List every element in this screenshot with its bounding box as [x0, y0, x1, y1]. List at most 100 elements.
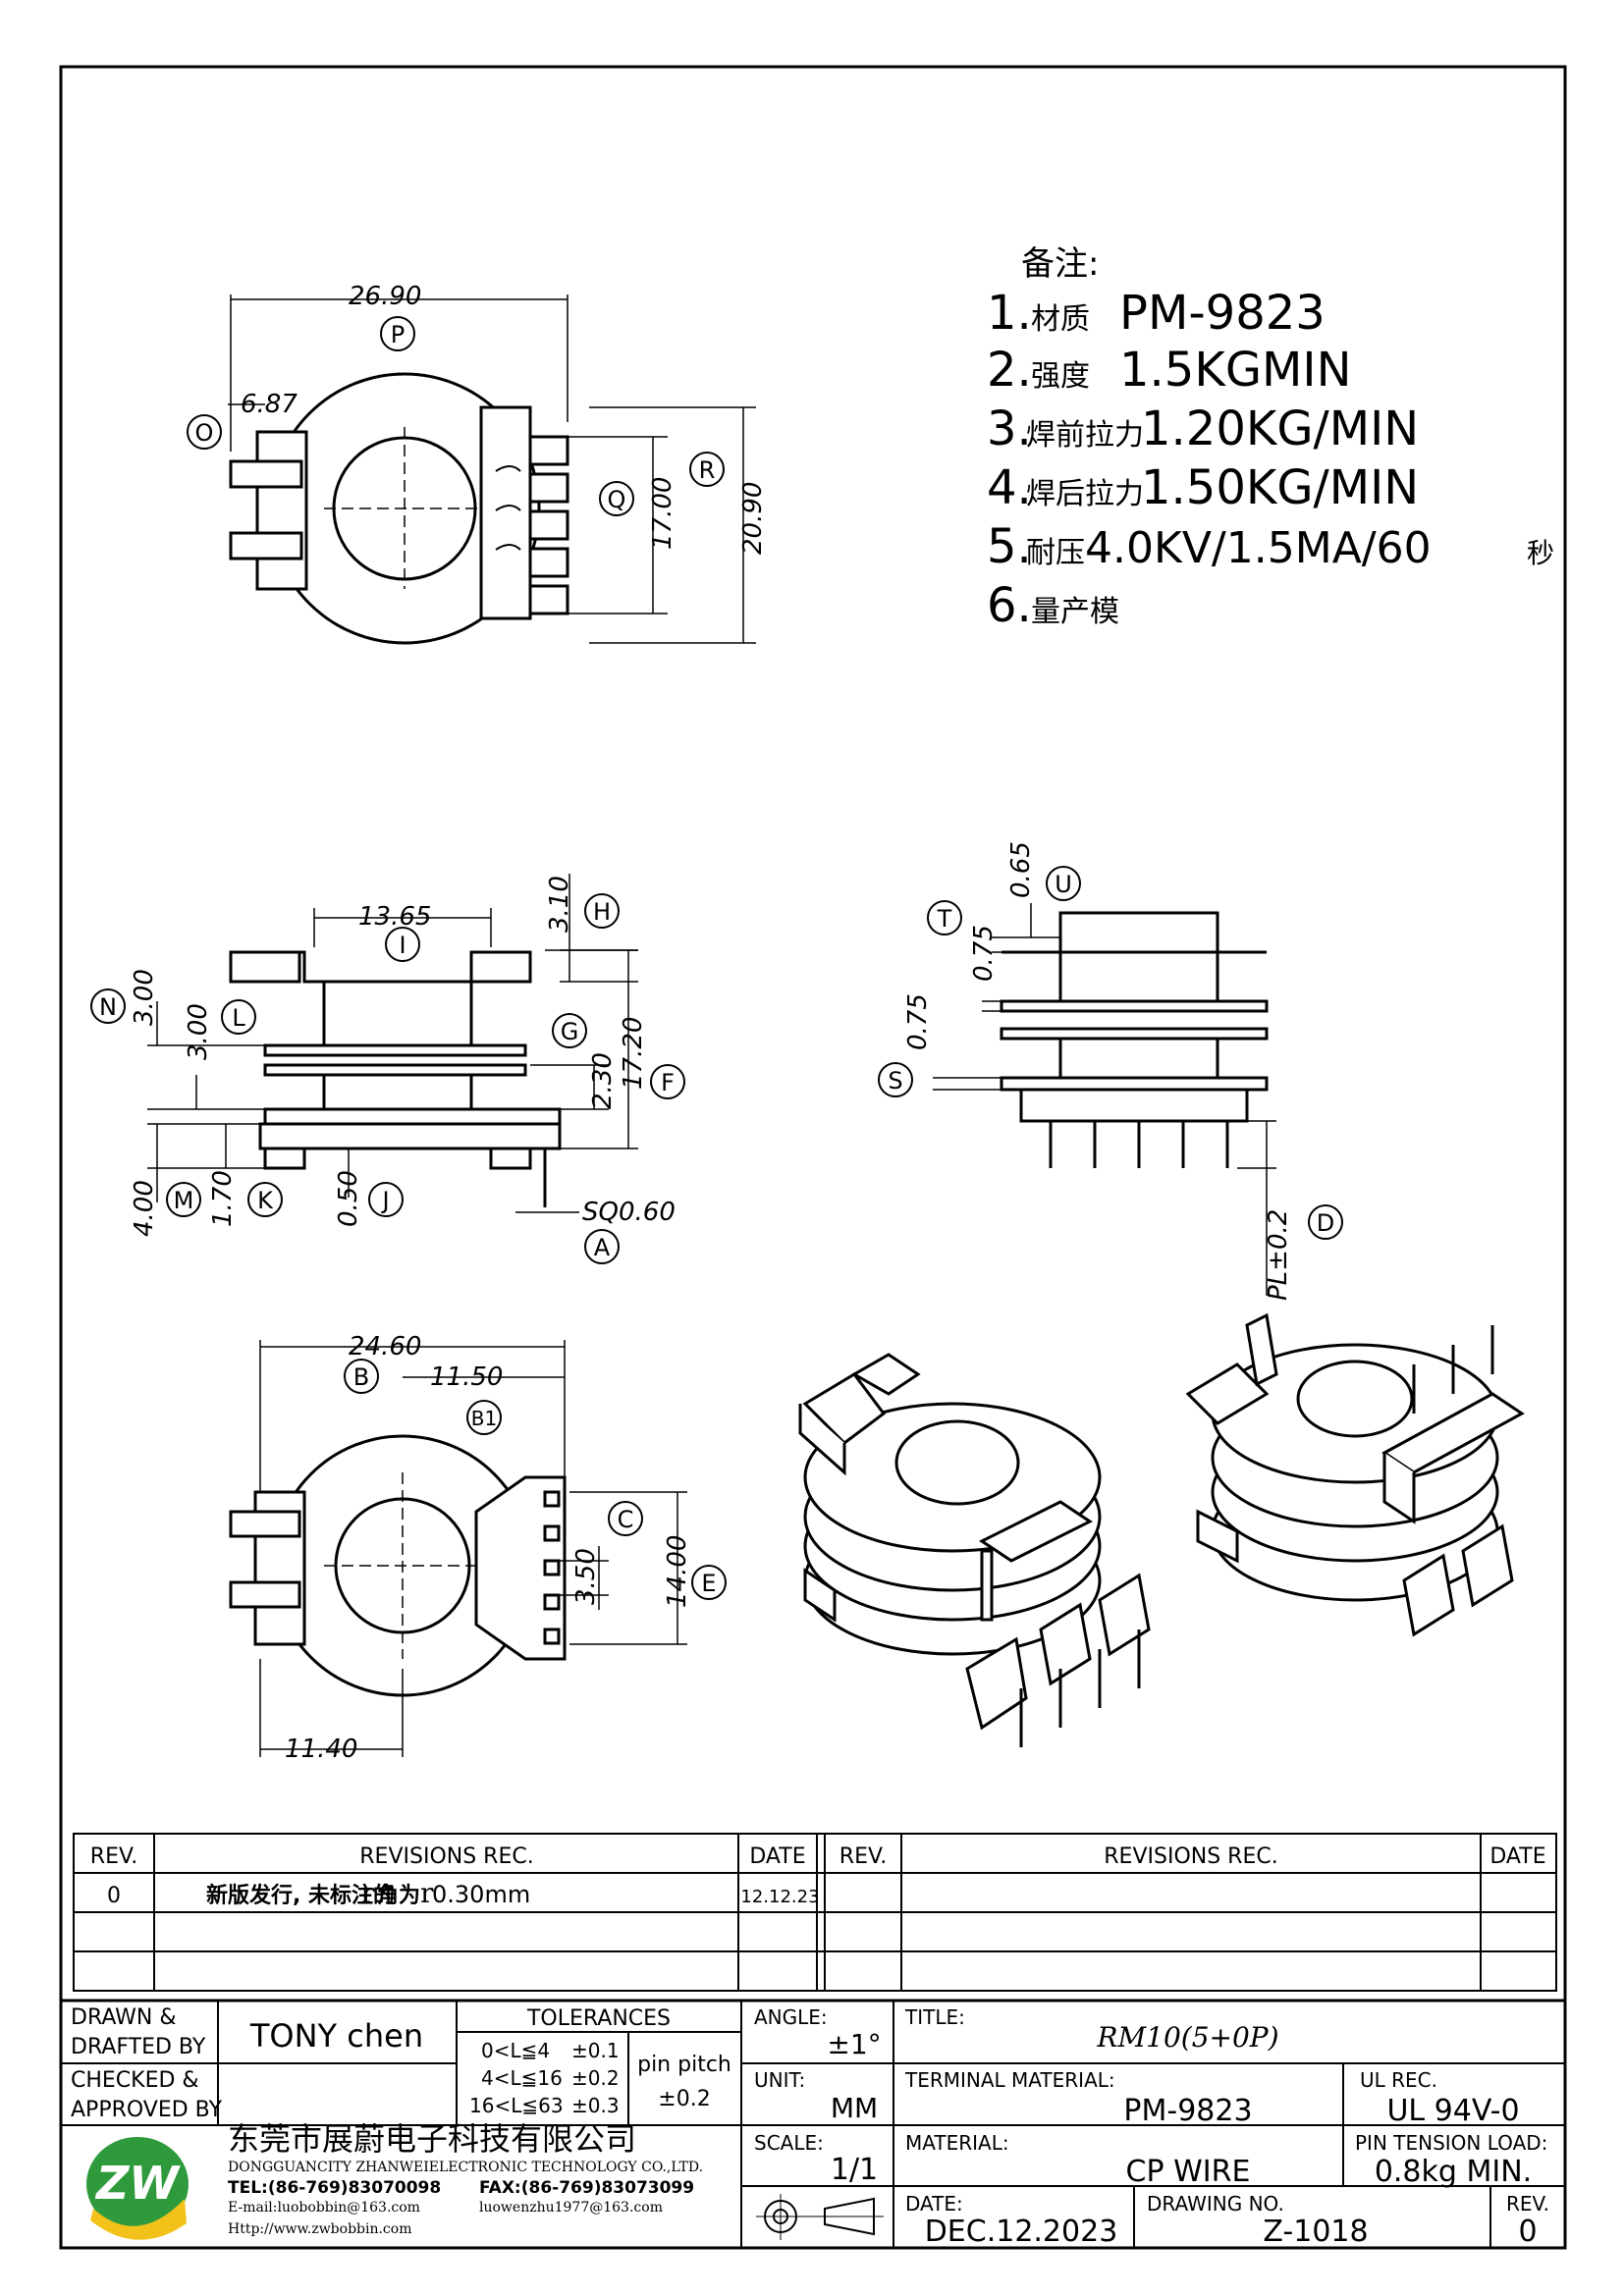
notes-block: 备注: 1. 材质 PM-9823 2. 强度 1.5KGMIN 3. 焊前拉力…: [987, 244, 1554, 633]
terminal-label: TERMINAL MATERIAL:: [904, 2068, 1115, 2092]
rev-header-right: REV.: [839, 1844, 887, 1869]
tag-i: I: [399, 932, 406, 959]
terminal-value: PM-9823: [1123, 2094, 1252, 2128]
rev-header-left: REV.: [90, 1844, 137, 1869]
drawing-no-label: DRAWING NO.: [1147, 2192, 1284, 2216]
date-header-right: DATE: [1489, 1844, 1545, 1869]
angle-value: ±1°: [827, 2028, 881, 2060]
unit-label: UNIT:: [754, 2068, 805, 2092]
ul-label: UL REC.: [1360, 2068, 1437, 2092]
note-5-suffix: 秒: [1527, 537, 1554, 569]
dim-width-top: 26.90: [349, 282, 421, 311]
tag-p: P: [391, 321, 405, 348]
unit-value: MM: [831, 2092, 878, 2124]
dim-b1-bottom: 11.50: [430, 1362, 503, 1392]
tag-c: C: [618, 1506, 634, 1533]
tag-s: S: [888, 1067, 902, 1095]
company-email2: luowenzhu1977@163.com: [479, 2200, 663, 2216]
rev-value: 0: [1518, 2215, 1537, 2249]
pin-pitch-value: ±0.2: [658, 2087, 710, 2111]
dim-l-side: 3.00: [184, 1003, 213, 1060]
bottom-view-labels: 24.60 11.50 3.50 14.00 11.40 B B1 C E: [285, 1332, 727, 1764]
pin-tension-value: 0.8kg MIN.: [1375, 2155, 1532, 2189]
dim-outer-top: 20.90: [738, 482, 768, 555]
notes-heading: 备注:: [1021, 244, 1099, 284]
note-4-label: 焊后拉力: [1026, 477, 1144, 511]
tag-l: L: [232, 1004, 245, 1032]
company-tel: TEL:(86-769)83070098: [228, 2178, 441, 2198]
note-3-num: 3.: [987, 401, 1032, 456]
rev-row-0: 0: [107, 1884, 121, 1908]
dim-c-bottom: 3.50: [571, 1548, 601, 1605]
date-label: DATE:: [905, 2192, 963, 2216]
tolerances-title: TOLERANCES: [526, 2006, 671, 2031]
note-4-num: 4.: [987, 460, 1032, 515]
note-1-num: 1.: [987, 286, 1032, 341]
tag-j: J: [380, 1187, 389, 1214]
tol-range-2: 4<L≦16: [481, 2066, 563, 2090]
company-fax: FAX:(86-769)83073099: [479, 2178, 694, 2198]
tag-n: N: [99, 993, 117, 1021]
dim-s-front: 0.75: [903, 993, 933, 1050]
rec-row-0-r2: r: [420, 1877, 434, 1909]
isometric-view-right: [1185, 1312, 1525, 1637]
rec-row-0-mid: 角为: [377, 1883, 420, 1908]
dim-bottom-width: 11.40: [285, 1735, 357, 1764]
rec-row-0-r1: r: [361, 1877, 375, 1909]
scale-value: 1/1: [831, 2153, 878, 2187]
side-view: [147, 874, 638, 1213]
front-view: [933, 903, 1276, 1296]
dim-m-side: 4.00: [130, 1180, 159, 1237]
tol-value-3: ±0.3: [571, 2094, 620, 2117]
dim-top-width-side: 13.65: [358, 902, 431, 932]
note-4-value: 1.50KG/MIN: [1141, 460, 1419, 515]
date-value: DEC.12.2023: [925, 2215, 1118, 2249]
dim-f-side: 17.20: [619, 1017, 648, 1090]
rec-row-0-prefix: 新版发行, 未标注的: [206, 1883, 395, 1908]
side-view-labels: 13.65 3.10 3.00 3.00 2.30 17.20 4.00 1.7…: [90, 876, 685, 1264]
tag-f: F: [661, 1069, 675, 1096]
company-logo: ZW: [86, 2137, 189, 2240]
tag-d: D: [1317, 1209, 1334, 1237]
company-name-en: DONGGUANCITY ZHANWEIELECTRONIC TECHNOLOG…: [228, 2160, 703, 2175]
rec-header-left: REVISIONS REC.: [359, 1844, 533, 1869]
note-6-label: 量产模: [1031, 595, 1119, 629]
drawing-no-value: Z-1018: [1263, 2215, 1368, 2249]
tol-value-2: ±0.2: [571, 2066, 620, 2090]
svg-text:ZW: ZW: [94, 2157, 181, 2210]
pin-pitch-label: pin pitch: [637, 2053, 731, 2077]
note-1-label: 材质: [1031, 302, 1090, 337]
note-5-num: 5.: [987, 519, 1032, 574]
ul-value: UL 94V-0: [1386, 2094, 1519, 2128]
dim-pl-front: PL±0.2: [1264, 1209, 1293, 1301]
note-6-num: 6.: [987, 578, 1032, 633]
drawn-label-1: DRAWN &: [71, 2005, 177, 2030]
dim-e-bottom: 14.00: [663, 1535, 692, 1608]
date-header-left: DATE: [749, 1844, 805, 1869]
title-label: TITLE:: [904, 2005, 965, 2029]
dim-j-side: 0.50: [334, 1170, 363, 1227]
tag-b: B: [353, 1363, 369, 1391]
note-3-value: 1.20KG/MIN: [1141, 401, 1419, 456]
tag-a: A: [594, 1234, 611, 1261]
note-2-value: 1.5KGMIN: [1119, 343, 1351, 398]
checked-label-1: CHECKED &: [71, 2068, 199, 2093]
note-2-label: 强度: [1031, 359, 1090, 394]
company-web: Http://www.zwbobbin.com: [228, 2221, 411, 2237]
logo-green-shape: [86, 2137, 189, 2231]
note-5-value: 4.0KV/1.5MA/60: [1085, 523, 1432, 573]
rec-row-0-value: 0.30mm: [432, 1881, 530, 1908]
tag-h: H: [593, 898, 611, 926]
tag-q: Q: [608, 486, 626, 513]
bottom-view: [229, 1340, 687, 1757]
dim-g-side: 2.30: [588, 1052, 618, 1109]
dim-n-side: 3.00: [130, 969, 159, 1026]
rec-header-right: REVISIONS REC.: [1104, 1844, 1277, 1869]
tol-range-1: 0<L≦4: [481, 2039, 550, 2062]
tag-o: O: [195, 419, 214, 447]
drawn-value: TONY chen: [249, 2017, 423, 2055]
dim-inner-top: 17.00: [648, 477, 677, 550]
dim-k-side: 1.70: [208, 1170, 238, 1227]
dim-width-bottom: 24.60: [349, 1332, 421, 1362]
